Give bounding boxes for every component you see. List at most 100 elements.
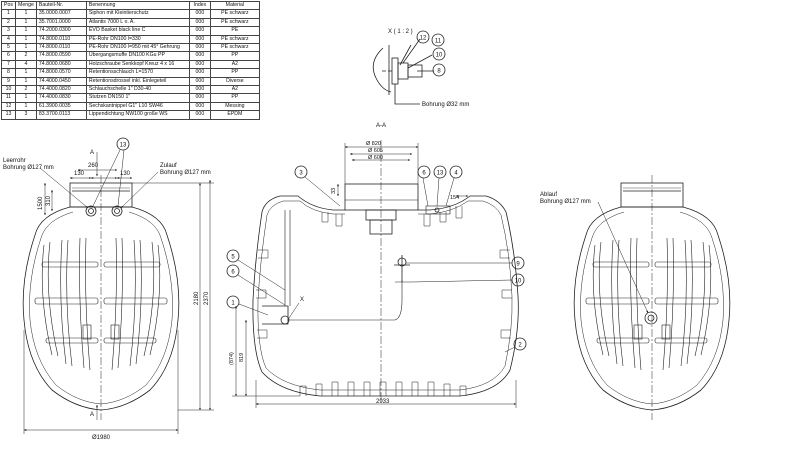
leerrohr-label: Leerrohr (3, 158, 26, 164)
siphon-body (262, 305, 289, 325)
dim-33: 33 (331, 188, 337, 194)
zulauf-bohrung-label: Bohrung Ø127 mm (160, 170, 211, 176)
detail-nipple (397, 62, 409, 80)
cell-pos: 13 (1, 110, 16, 120)
dim-diameter-1980: Ø1980 (92, 435, 111, 441)
detail-balloon-12: 12 (416, 30, 430, 44)
retention-throttle (394, 255, 410, 282)
dim-260: 260 (88, 163, 99, 169)
section-balloon-9: 9 (406, 256, 525, 270)
cell-material: PP (209, 68, 260, 78)
svg-text:6: 6 (422, 171, 426, 177)
detail-x-view: X ( 1 : 2 ) Bohrung Ø32 mm 12 11 10 8 (372, 29, 469, 108)
header-material: Material (209, 0, 260, 11)
leerrohr-bohrung-label: Bohrung Ø127 mm (3, 165, 54, 171)
cell-material: EPDM (209, 110, 260, 120)
section-outer-shell (252, 195, 519, 397)
section-dimensions (232, 143, 517, 408)
cell-pos: 4 (1, 34, 16, 45)
parts-list-table: Pos Menge Bauteil-Nr. Benennung Index Ma… (1, 0, 260, 120)
svg-text:13: 13 (120, 143, 127, 149)
left-horizontal-ribs (34, 261, 168, 344)
svg-text:4: 4 (454, 171, 458, 177)
dim-130-right: 130 (120, 171, 131, 177)
svg-text:8: 8 (437, 69, 441, 75)
detail-balloon-11: 11 (431, 33, 445, 47)
section-balloon-13: 13 (433, 165, 447, 207)
cell-material: PE schwarz (209, 43, 260, 53)
svg-text:10: 10 (515, 279, 522, 285)
header-pos: Pos (1, 0, 16, 11)
dim-310: 310 (46, 195, 52, 206)
parts-list-header: Pos Menge Bauteil-Nr. Benennung Index Ma… (1, 0, 260, 11)
cell-material: Diverse (209, 76, 260, 87)
retention-hose (289, 280, 403, 321)
section-top-ribs (321, 206, 463, 227)
dim-diameter-600: Ø 600 (368, 155, 383, 161)
zulauf-bore (111, 205, 123, 217)
section-balloon-2: 2 (504, 337, 527, 353)
svg-text:12: 12 (420, 36, 427, 42)
cell-pos: 12 (1, 101, 16, 112)
detail-balloon-10: 10 (432, 47, 446, 61)
section-dome (344, 183, 419, 211)
left-side-view: Leerrohr Bohrung Ø127 mm Zulauf Bohrung … (3, 137, 214, 441)
cell-material: PE schwarz (209, 34, 260, 45)
section-balloon-6-side: 6 (226, 264, 286, 306)
cell-material: PP (209, 51, 260, 61)
leerrohr-bore (85, 205, 97, 217)
detail-tank-wall (372, 47, 392, 93)
dim-2180: 2180 (194, 291, 200, 305)
dim-819: 819 (239, 353, 245, 362)
cell-pos: 1 (1, 9, 16, 19)
right-ribs (592, 237, 712, 371)
cell-pos: 5 (1, 43, 16, 53)
svg-text:1: 1 (231, 301, 235, 307)
section-side-ribs (256, 249, 512, 339)
ablauf-bohrung-label: Bohrung Ø127 mm (540, 199, 591, 205)
svg-text:13: 13 (437, 171, 444, 177)
cell-pos: 3 (1, 26, 16, 36)
ablauf-label: Ablauf (540, 192, 557, 198)
detail-title: X ( 1 : 2 ) (388, 29, 413, 35)
dim-874: (874) (229, 352, 235, 365)
section-a-a-view: A-A (226, 123, 527, 408)
overflow-pipe (425, 205, 451, 215)
dim-2370: 2370 (204, 291, 210, 305)
cell-material: PE schwarz (209, 17, 260, 28)
cell-material: A2 (209, 85, 260, 95)
svg-text:11: 11 (435, 39, 442, 45)
svg-text:3: 3 (299, 171, 303, 177)
detail-flange (391, 57, 399, 85)
section-marker-top: A (90, 150, 94, 156)
right-side-view: Ablauf Bohrung Ø127 mm (540, 175, 731, 420)
svg-text:5: 5 (231, 255, 235, 261)
section-bottom-ribs (299, 381, 467, 396)
section-balloon-3: 3 (294, 165, 341, 207)
cell-pos: 8 (1, 68, 16, 78)
svg-text:10: 10 (436, 53, 443, 59)
cell-material: A2 (209, 59, 260, 70)
cell-pos: 9 (1, 76, 16, 87)
section-balloon-10: 10 (411, 273, 525, 287)
cell-material: PE schwarz (209, 9, 260, 19)
cell-pos: 2 (1, 17, 16, 28)
throttle-valve (397, 257, 407, 267)
cell-pos: 10 (1, 85, 16, 95)
dim-1500: 1500 (38, 196, 44, 210)
inlet-pipe (284, 210, 291, 306)
cell-pos: 11 (1, 93, 16, 103)
right-horizontal-ribs (585, 261, 719, 344)
cell-pos: 7 (1, 59, 16, 70)
cell-material: PP (209, 93, 260, 103)
dim-diameter-820: Ø 820 (366, 141, 381, 147)
left-dimensions (23, 169, 214, 434)
section-title: A-A (376, 123, 386, 129)
